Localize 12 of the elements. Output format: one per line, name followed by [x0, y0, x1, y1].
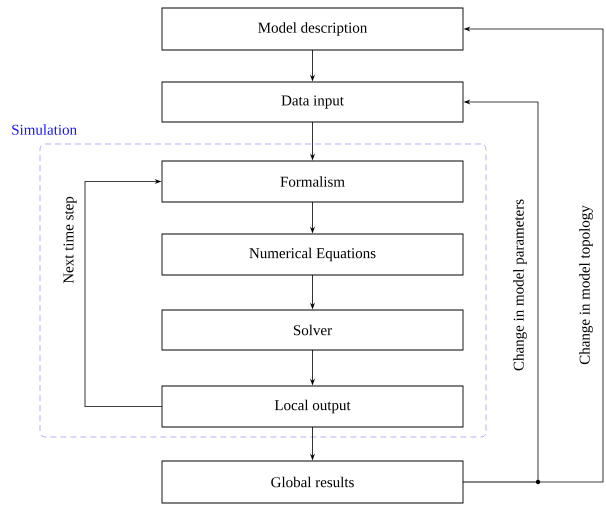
edge-label: Change in model topology — [579, 205, 593, 364]
edge-label: Change in model parameters — [513, 200, 527, 370]
process-box: Data input — [162, 82, 464, 122]
process-box: Numerical Equations — [162, 234, 464, 276]
process-box: Model description — [162, 8, 464, 50]
arrow — [84, 178, 162, 407]
process-box: Global results — [162, 460, 464, 504]
process-box: Solver — [162, 310, 464, 350]
edge-label: Next time step — [63, 196, 77, 284]
process-box: Local output — [162, 386, 464, 428]
process-box: Formalism — [162, 160, 464, 202]
node-label: Simulation — [12, 124, 77, 135]
